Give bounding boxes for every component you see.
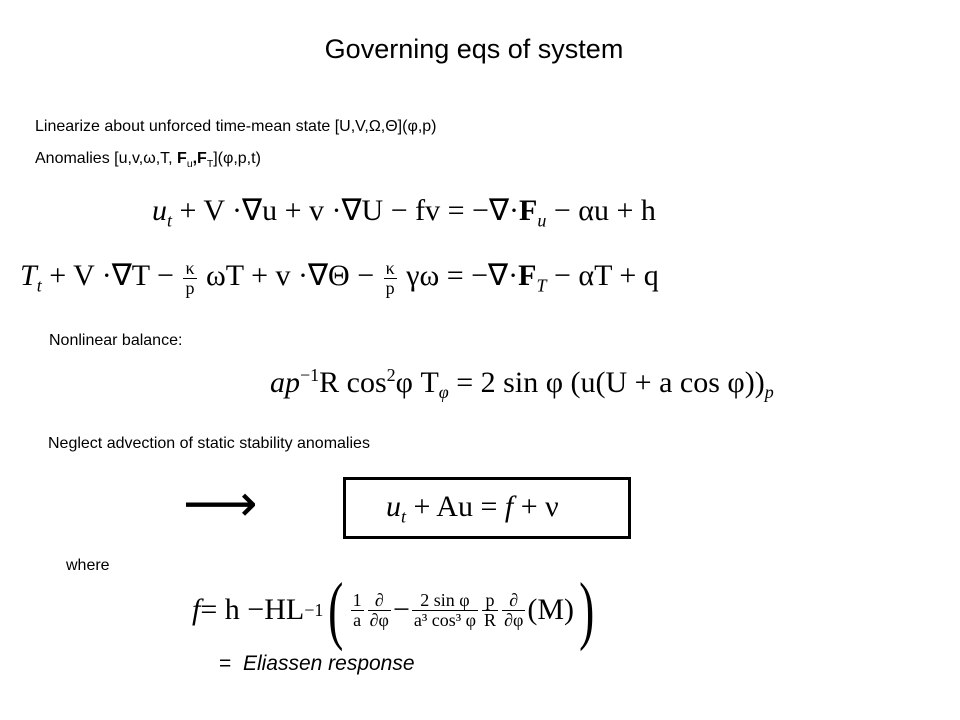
boxed-equation-frame — [343, 477, 631, 539]
d-dphi-num-1: ∂ — [367, 590, 391, 611]
p-over-r-den: R — [484, 609, 497, 630]
balance-term-f: ) — [754, 365, 765, 399]
nonlinear-balance-equation: ap−1R cos2φ Tφ = 2 sin φ (u(U + a cos φ)… — [270, 365, 774, 403]
one-over-a-den: a — [353, 609, 362, 630]
balance-term-c: φ T — [395, 365, 439, 399]
boxed-term-a: u — [386, 490, 401, 523]
anomalies-ft-letter: F — [197, 150, 207, 167]
where-term-c: HL — [264, 593, 305, 626]
thermo-term-a: T — [20, 259, 37, 292]
p-denominator-2: p — [385, 277, 395, 298]
where-label: where — [66, 557, 110, 574]
zonal-term-c-sub: u — [537, 210, 547, 231]
thermo-term-c: ωT + v ·∇Θ − — [198, 259, 382, 292]
left-paren: ( — [328, 568, 344, 652]
p-over-r-num: p — [482, 590, 499, 611]
boxed-term-d: + ν — [513, 490, 559, 523]
where-tail: (M) — [527, 593, 575, 626]
thermo-term-b: + V ·∇T − — [41, 259, 182, 292]
boxed-term-c: f — [504, 490, 514, 523]
right-arrow-icon: ⟶ — [183, 474, 258, 534]
d-dphi-den-2: ∂φ — [504, 609, 524, 630]
linearize-text: Linearize about unforced time-mean state… — [35, 118, 437, 135]
balance-term-a: ap — [270, 365, 300, 399]
d-dphi-den-1: ∂φ — [369, 609, 389, 630]
sin-over-cos-den: a³ cos³ φ — [413, 609, 477, 630]
where-term-b: = h − — [200, 593, 265, 626]
zonal-term-b: + V ·∇u + v ·∇U − fv = −∇· — [172, 194, 520, 227]
anomalies-text: Anomalies [u,v,ω,T, Fu,FT](φ,p,t) — [35, 150, 261, 170]
thermo-term-e: F — [518, 259, 537, 292]
p-denominator-1: p — [185, 277, 195, 298]
one-over-a-num: 1 — [350, 589, 364, 611]
anomalies-fu-sub: u — [186, 159, 193, 171]
d-dphi-fraction-2: ∂∂φ — [502, 590, 526, 630]
boxed-equation: ut + Au = f + ν — [386, 490, 559, 527]
balance-term-e: a cos φ) — [659, 365, 755, 399]
zonal-term-d: − αu + h — [546, 194, 656, 227]
d-dphi-fraction-1: ∂∂φ — [367, 590, 391, 630]
eliassen-response-text: = Eliassen response — [219, 652, 415, 676]
thermo-term-e-sub: T — [536, 275, 547, 296]
boxed-term-a-sub: t — [401, 506, 407, 527]
thermo-term-a-sub: t — [36, 275, 42, 296]
zonal-momentum-equation: ut + V ·∇u + v ·∇U − fv = −∇·Fu − αu + h — [152, 193, 656, 231]
thermo-term-g: − αT + q — [546, 259, 659, 292]
zonal-term-c: F — [519, 194, 538, 227]
sin-over-cos-num: 2 sin φ — [411, 590, 479, 611]
kappa-numerator-2: κ — [383, 257, 397, 279]
balance-term-a-sup: −1 — [300, 365, 320, 385]
nonlinear-balance-label: Nonlinear balance: — [49, 332, 183, 349]
kappa-numerator-1: κ — [183, 257, 197, 279]
balance-term-b: R cos — [319, 365, 387, 399]
where-minus: − — [392, 593, 410, 626]
balance-term-b-sup: 2 — [386, 365, 396, 385]
thermo-term-d: γω = −∇· — [398, 259, 519, 292]
boxed-term-b: + Au = — [406, 490, 505, 523]
where-term-a: f — [192, 593, 201, 626]
page-title: Governing eqs of system — [324, 34, 624, 64]
balance-term-c-sub: φ — [438, 382, 449, 403]
eliassen-label: Eliassen response — [242, 652, 415, 675]
eliassen-eq-sign: = — [219, 652, 232, 675]
neglect-advection-label: Neglect advection of static stability an… — [48, 435, 370, 452]
right-paren: ) — [579, 568, 595, 652]
balance-term-d: = 2 sin φ (u(U + — [448, 365, 660, 399]
anomalies-fu-letter: F — [177, 150, 187, 167]
anomalies-comma: , — [192, 150, 198, 167]
anomalies-ft-sub: T — [206, 159, 214, 171]
anomalies-prefix: Anomalies [u,v,ω,T, — [35, 150, 178, 167]
balance-term-f-sub: p — [764, 382, 774, 403]
d-dphi-num-2: ∂ — [502, 590, 526, 611]
zonal-term-a-sub: t — [167, 210, 173, 231]
anomalies-suffix: ](φ,p,t) — [213, 150, 261, 167]
where-term-c-sup: −1 — [304, 599, 324, 620]
zonal-term-a: u — [152, 194, 167, 227]
